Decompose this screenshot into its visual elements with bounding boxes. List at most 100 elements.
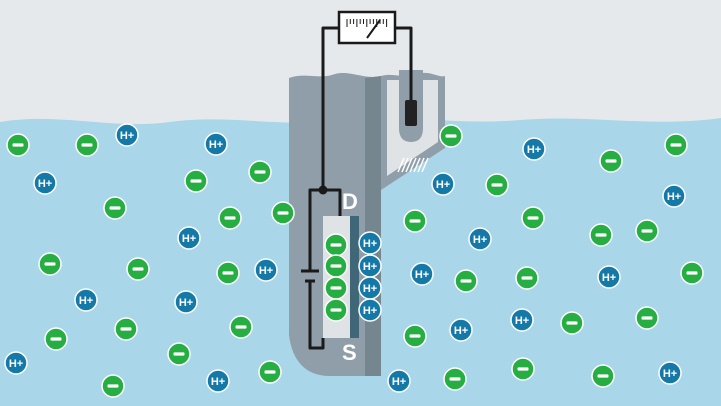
negative-ion (103, 196, 127, 220)
hydrogen-ion: H+ (597, 265, 621, 289)
svg-text:H+: H+ (602, 272, 616, 284)
negative-ion (324, 254, 348, 278)
hydrogen-ion: H+ (4, 351, 28, 375)
negative-ion (6, 133, 30, 157)
svg-text:H+: H+ (38, 178, 52, 190)
svg-text:H+: H+ (363, 261, 377, 273)
negative-ion (511, 357, 535, 381)
negative-ion (44, 327, 68, 351)
wire-meter-right (395, 26, 413, 100)
hydrogen-ion: H+ (522, 137, 546, 161)
hydrogen-ion: H+ (431, 172, 455, 196)
meter-frame (337, 10, 397, 45)
hydrogen-ion: H+ (358, 276, 382, 300)
svg-text:H+: H+ (9, 358, 23, 370)
negative-ion (515, 266, 539, 290)
hydrogen-ion: H+ (115, 123, 139, 147)
hydrogen-ion: H+ (449, 318, 473, 342)
negative-ion (589, 223, 613, 247)
wire-drain (323, 188, 342, 216)
negative-ion (521, 206, 545, 230)
negative-ion (167, 342, 191, 366)
negative-ion (635, 306, 659, 330)
svg-text:H+: H+ (363, 283, 377, 295)
hydrogen-ion: H+ (662, 184, 686, 208)
svg-text:H+: H+ (363, 305, 377, 317)
hydrogen-ion: H+ (387, 369, 411, 393)
svg-text:H+: H+ (392, 376, 406, 388)
negative-ion (258, 360, 282, 384)
hydrogen-ion: H+ (410, 262, 434, 286)
wire-meter-left (321, 26, 339, 190)
negative-ion (403, 324, 427, 348)
hydrogen-ion: H+ (468, 227, 492, 251)
negative-ion (248, 160, 272, 184)
negative-ion (485, 173, 509, 197)
svg-text:H+: H+ (527, 144, 541, 156)
negative-ion (101, 374, 125, 398)
negative-ion (599, 149, 623, 173)
svg-text:H+: H+ (182, 233, 196, 245)
hydrogen-ion: H+ (177, 226, 201, 250)
negative-ion (126, 257, 150, 281)
hydrogen-ion: H+ (33, 171, 57, 195)
negative-ion (75, 133, 99, 157)
hydrogen-ion: H+ (358, 298, 382, 322)
negative-ion (664, 133, 688, 157)
svg-text:H+: H+ (209, 139, 223, 151)
negative-ion (560, 311, 584, 335)
battery-icon (301, 269, 319, 283)
negative-ion (591, 364, 615, 388)
negative-ion (635, 219, 659, 243)
svg-text:H+: H+ (667, 191, 681, 203)
svg-text:H+: H+ (363, 238, 377, 250)
negative-ion (680, 261, 704, 285)
hydrogen-ion: H+ (74, 288, 98, 312)
svg-text:H+: H+ (415, 269, 429, 281)
negative-ion (403, 209, 427, 233)
hydrogen-ion: H+ (206, 369, 230, 393)
hydrogen-ion: H+ (658, 361, 682, 385)
svg-text:H+: H+ (473, 234, 487, 246)
hydrogen-ion: H+ (510, 308, 534, 332)
svg-text:H+: H+ (515, 315, 529, 327)
ions: H+ H+ H+ H+ H+ H+ H+ H+ H+ H+ H+ H+ H+ H+ H+ H+ H+ H+ H+ H+… (4, 123, 704, 398)
svg-text:H+: H+ (211, 376, 225, 388)
negative-ion (229, 315, 253, 339)
reference-junction (397, 157, 429, 173)
svg-text:H+: H+ (79, 295, 93, 307)
negative-ion (271, 201, 295, 225)
hydrogen-ion: H+ (254, 258, 278, 282)
svg-text:H+: H+ (179, 297, 193, 309)
negative-ion (324, 276, 348, 300)
svg-text:H+: H+ (259, 265, 273, 277)
svg-text:H+: H+ (120, 130, 134, 142)
reference-electrode-rod (405, 100, 417, 126)
analog-meter-icon (337, 10, 397, 45)
negative-ion (114, 317, 138, 341)
negative-ion (38, 252, 62, 276)
negative-ion (324, 233, 348, 257)
probe-shadow (365, 76, 381, 376)
hydrogen-ion: H+ (204, 132, 228, 156)
negative-ion (324, 298, 348, 322)
negative-ion (218, 206, 242, 230)
source-label: S (342, 340, 357, 365)
svg-text:H+: H+ (454, 325, 468, 337)
wire-battery-bottom (308, 282, 325, 350)
negative-ion (216, 261, 240, 285)
gate-plate (350, 216, 359, 338)
negative-ion (454, 269, 478, 293)
hydrogen-ion: H+ (358, 231, 382, 255)
drain-label: D (342, 189, 358, 214)
negative-ion (439, 124, 463, 148)
hydrogen-ion: H+ (358, 254, 382, 278)
svg-text:H+: H+ (436, 179, 450, 191)
negative-ion (443, 367, 467, 391)
wire-junction (318, 185, 328, 195)
hydrogen-ion: H+ (174, 290, 198, 314)
meter-needle (366, 19, 381, 39)
negative-ion (184, 169, 208, 193)
svg-text:H+: H+ (663, 368, 677, 380)
